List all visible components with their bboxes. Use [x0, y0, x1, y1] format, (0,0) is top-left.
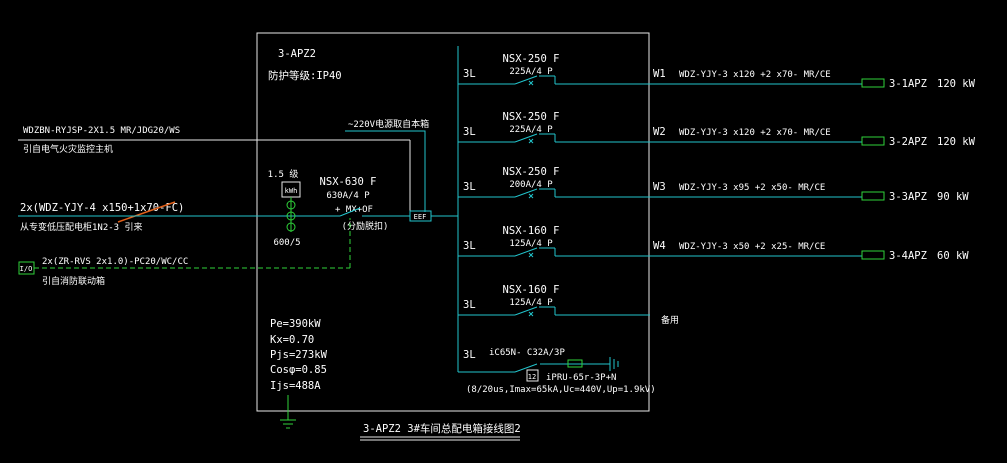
- circuit-breaker: NSX-250 F: [503, 53, 560, 65]
- circuit-phase: 3L: [463, 299, 476, 311]
- circuit-terminal-box: [861, 250, 885, 260]
- io-label: I/O: [20, 265, 33, 273]
- load-kx: Kx=0.70: [270, 334, 314, 346]
- load-cos: Cosφ=0.85: [270, 364, 327, 376]
- circuit-phase: 3L: [463, 126, 476, 138]
- circuit-phase: 3L: [463, 181, 476, 193]
- meter-class: 1.5 级: [268, 168, 299, 180]
- circuit-breaker-contact: [514, 247, 538, 257]
- main-breaker-trip-note: (分励脱扣): [342, 220, 389, 232]
- circuit-terminal-box: [861, 136, 885, 146]
- circuit-breaker-x: [528, 252, 534, 258]
- circuit-breaker-contact: [514, 306, 538, 316]
- circuit-cable: WDZ-YJY-3 x120 +2 x70- MR/CE: [679, 128, 831, 138]
- load-pjs: Pjs=273kW: [270, 349, 328, 361]
- circuit-breaker-contact: [514, 188, 538, 198]
- incoming-fire-cable: WDZBN-RYJSP-2X1.5 MR/JDG20/WS: [23, 126, 180, 136]
- circuit-number: W3: [653, 181, 666, 193]
- circuit-rating: 225A/4 P: [509, 67, 553, 77]
- spd-fuse: [567, 359, 583, 368]
- incoming-main-note: 从专变低压配电柜1N2-3 引来: [20, 221, 143, 233]
- spd-breaker: iC65N- C32A/3P: [489, 348, 565, 358]
- circuit-destination: 3-4APZ: [889, 250, 927, 262]
- panel-name: 3-APZ2: [278, 48, 316, 60]
- circuit-phase: 3L: [463, 68, 476, 80]
- panel-protection: 防护等级:IP40: [268, 69, 342, 82]
- main-breaker-rating: 630A/4 P: [326, 191, 370, 201]
- circuit-power: 60 kW: [937, 250, 969, 262]
- circuit-breaker: NSX-160 F: [503, 284, 560, 296]
- circuit-rating: 125A/4 P: [509, 298, 553, 308]
- circuit-destination: 3-3APZ: [889, 191, 927, 203]
- circuit-destination: 3-2APZ: [889, 136, 927, 148]
- spd-tag: 12: [528, 373, 536, 381]
- spd-phase: 3L: [463, 349, 476, 361]
- circuit-cable: WDZ-YJY-3 x120 +2 x70- MR/CE: [679, 70, 831, 80]
- main-breaker-contact: [339, 207, 361, 217]
- spd-spec: (8/20us,Imax=65kA,Uc=440V,Up=1.9kV): [466, 385, 656, 395]
- circuit-breaker: NSX-250 F: [503, 111, 560, 123]
- circuit-rating: 225A/4 P: [509, 125, 553, 135]
- circuit-breaker-x: [528, 80, 534, 86]
- drawing-title: 3-APZ2 3#车间总配电箱接线图2: [363, 422, 521, 435]
- circuit-breaker: NSX-160 F: [503, 225, 560, 237]
- circuit-number: W4: [653, 240, 666, 252]
- circuit-power: 120 kW: [937, 78, 976, 90]
- circuit-number: W1: [653, 68, 666, 80]
- incoming-fa-cable: 2x(ZR-RVS 2x1.0)-PC20/WC/CC: [42, 257, 188, 267]
- circuit-breaker-x: [528, 193, 534, 199]
- circuit-rating: 200A/4 P: [509, 180, 553, 190]
- main-breaker-model: NSX-630 F: [320, 176, 377, 188]
- circuit-breaker-contact: [514, 75, 538, 85]
- circuit-rating: 125A/4 P: [509, 239, 553, 249]
- ctrl-power-line: [345, 130, 426, 212]
- spd-model: iPRU-65r-3P+N: [546, 373, 616, 383]
- circuit-terminal-box: [861, 191, 885, 201]
- circuit-power: 120 kW: [937, 136, 976, 148]
- cable-strike-mark: [117, 201, 176, 223]
- circuit-number: W2: [653, 126, 666, 138]
- ct-coil-3: [286, 222, 296, 232]
- ctrl-power-note: ~220V电源取自本箱: [348, 118, 429, 130]
- eef-label: EEF: [414, 213, 427, 221]
- panel-enclosure: [256, 32, 650, 412]
- kwh-meter-label: kWh: [285, 187, 298, 195]
- circuit-breaker-contact: [514, 133, 538, 143]
- circuit-breaker-x: [528, 138, 534, 144]
- ct-ratio: 600/5: [273, 238, 300, 248]
- circuit-power: 90 kW: [937, 191, 969, 203]
- circuit-breaker-x: [528, 311, 534, 317]
- circuit-terminal-box: [861, 78, 885, 88]
- load-pe: Pe=390kW: [270, 318, 321, 330]
- circuit-destination: 3-1APZ: [889, 78, 927, 90]
- ct-coil-2: [286, 211, 296, 221]
- circuit-cable: WDZ-YJY-3 x95 +2 x50- MR/CE: [679, 183, 825, 193]
- spd-breaker-contact: [514, 363, 538, 373]
- circuit-cable: WDZ-YJY-3 x50 +2 x25- MR/CE: [679, 242, 825, 252]
- ct-coil-1: [286, 200, 296, 210]
- incoming-fa-note: 引自消防联动箱: [42, 275, 105, 287]
- load-ijs: Ijs=488A: [270, 380, 321, 392]
- incoming-main-cable: 2x(WDZ-YJY-4 x150+1x70-FC): [20, 202, 184, 214]
- circuit-phase: 3L: [463, 240, 476, 252]
- spd-tag-box: [526, 369, 539, 382]
- incoming-fire-note: 引自电气火灾监控主机: [23, 143, 113, 155]
- circuit-destination: 备用: [661, 314, 679, 326]
- circuit-breaker: NSX-250 F: [503, 166, 560, 178]
